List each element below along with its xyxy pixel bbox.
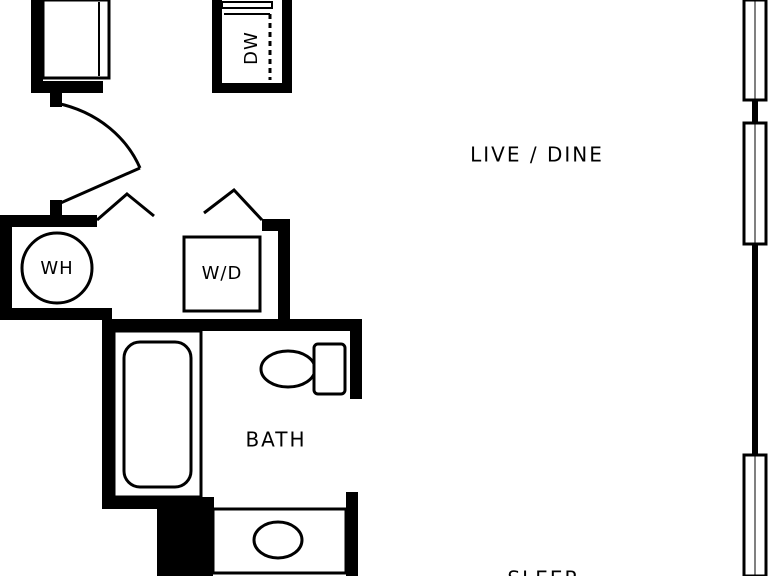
toilet bbox=[259, 342, 347, 396]
sleep-label: SLEEP bbox=[507, 567, 578, 576]
dishwasher-label: DW bbox=[241, 31, 262, 65]
water-heater-label: WH bbox=[40, 258, 73, 279]
bath-label: BATH bbox=[245, 428, 306, 452]
laundry-closet bbox=[0, 187, 290, 320]
washer-dryer-label: W/D bbox=[202, 263, 243, 284]
exterior-wall-right bbox=[742, 0, 768, 576]
bathtub bbox=[112, 329, 203, 499]
live-dine-label: LIVE / DINE bbox=[470, 143, 604, 167]
washer-dryer: W/D bbox=[182, 235, 262, 313]
entry-door bbox=[50, 93, 142, 216]
dishwasher: DW bbox=[212, 0, 292, 93]
water-heater: WH bbox=[20, 231, 94, 305]
refrigerator bbox=[31, 0, 111, 93]
sink bbox=[252, 520, 304, 560]
